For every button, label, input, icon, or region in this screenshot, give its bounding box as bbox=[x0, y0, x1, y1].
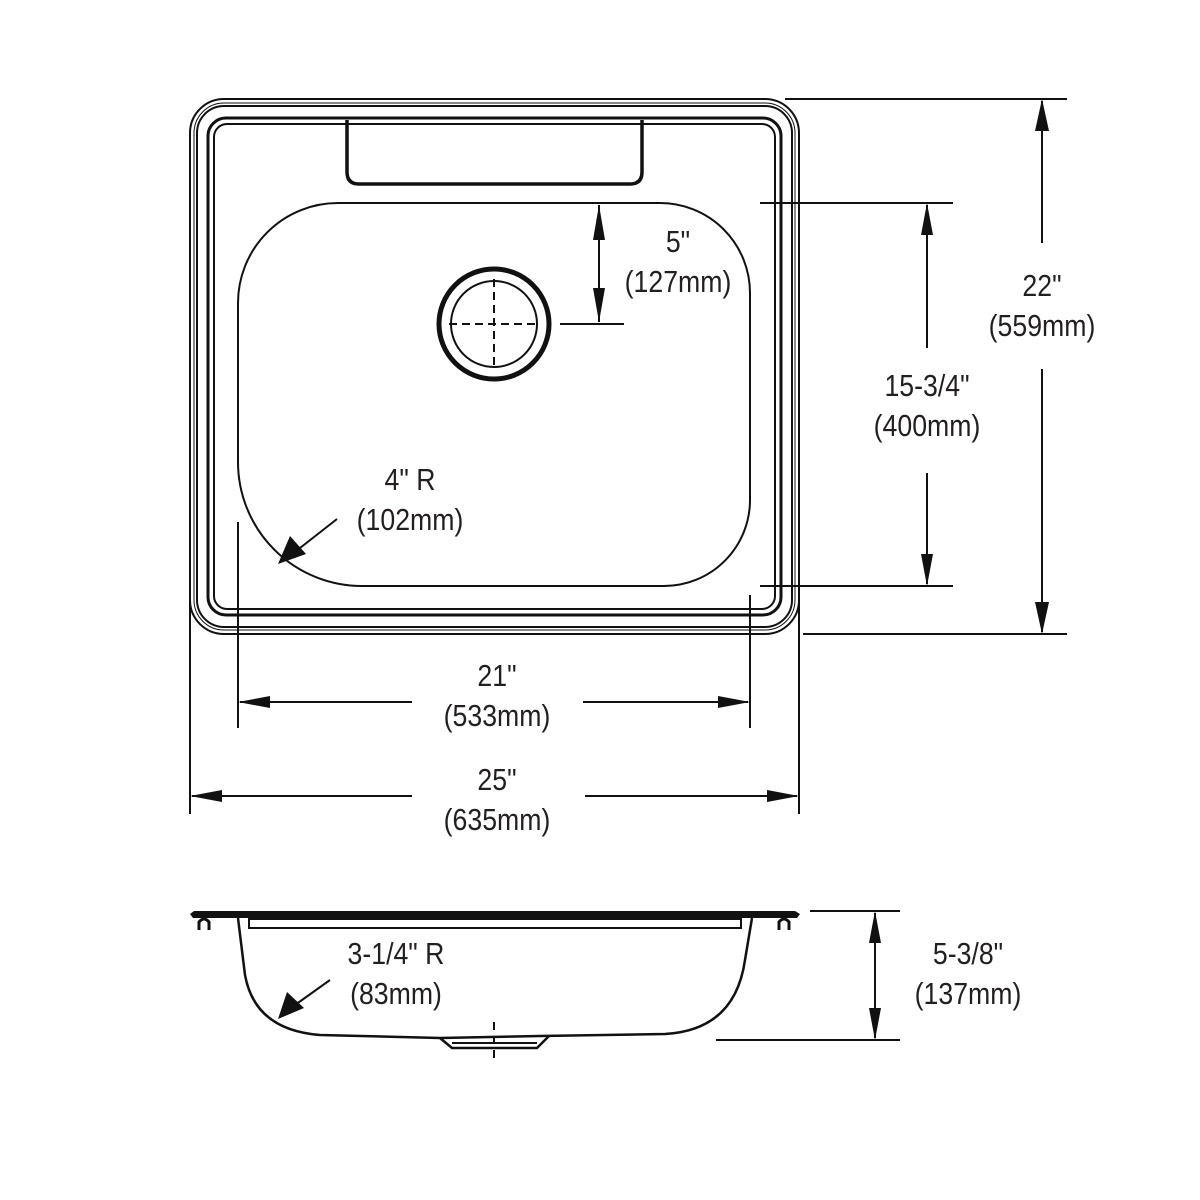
bowl-depth-dimension bbox=[760, 202, 953, 587]
corner-radius-leader bbox=[278, 518, 338, 564]
plan-view bbox=[189, 98, 1067, 814]
overall-depth-imperial: 22" bbox=[1022, 268, 1062, 303]
section-radius-imperial: 3-1/4" R bbox=[347, 936, 445, 971]
overall-width-imperial: 25" bbox=[477, 762, 517, 797]
drain-offset-metric: (127mm) bbox=[624, 264, 732, 299]
bowl-width-label: 21" (533mm) bbox=[428, 656, 566, 736]
bowl-outline bbox=[237, 202, 751, 587]
corner-radius-metric: (102mm) bbox=[356, 502, 464, 537]
bowl-height-imperial: 5-3/8" bbox=[932, 936, 1004, 971]
bowl-width-metric: (533mm) bbox=[443, 698, 551, 733]
corner-radius-label: 4" R (102mm) bbox=[341, 460, 479, 540]
section-radius-label: 3-1/4" R (83mm) bbox=[327, 934, 465, 1014]
mounting-clip-right bbox=[777, 917, 791, 930]
flange bbox=[190, 911, 800, 918]
mounting-clip-left bbox=[197, 917, 211, 930]
overall-depth-dimension bbox=[785, 98, 1067, 635]
bowl-depth-label: 15-3/4" (400mm) bbox=[858, 366, 996, 446]
overall-width-dimension bbox=[190, 790, 799, 802]
section-radius-leader bbox=[278, 979, 331, 1019]
bowl-profile bbox=[236, 917, 754, 1040]
overall-width-metric: (635mm) bbox=[443, 802, 551, 837]
overall-depth-metric: (559mm) bbox=[988, 308, 1096, 343]
bowl-width-imperial: 21" bbox=[477, 658, 517, 693]
bowl-depth-metric: (400mm) bbox=[873, 408, 981, 443]
section-view bbox=[190, 910, 900, 1064]
bowl-height-metric: (137mm) bbox=[914, 976, 1022, 1011]
overall-width-label: 25" (635mm) bbox=[428, 760, 566, 840]
corner-radius-imperial: 4" R bbox=[384, 462, 436, 497]
drain bbox=[436, 266, 552, 382]
overall-depth-label: 22" (559mm) bbox=[973, 266, 1111, 346]
inner-deck bbox=[206, 116, 783, 617]
drain-body bbox=[439, 1035, 550, 1050]
faucet-ledge bbox=[345, 120, 644, 186]
outer-rim bbox=[189, 98, 800, 635]
section-radius-metric: (83mm) bbox=[350, 976, 442, 1011]
bowl-height-dimension bbox=[716, 910, 900, 1041]
bowl-depth-imperial: 15-3/4" bbox=[884, 368, 970, 403]
bowl-width-dimension bbox=[238, 696, 750, 708]
drain-offset-label: 5" (127mm) bbox=[609, 222, 747, 302]
drain-offset-dimension bbox=[560, 205, 624, 325]
drain-offset-imperial: 5" bbox=[665, 224, 691, 259]
bowl-height-label: 5-3/8" (137mm) bbox=[899, 934, 1037, 1014]
